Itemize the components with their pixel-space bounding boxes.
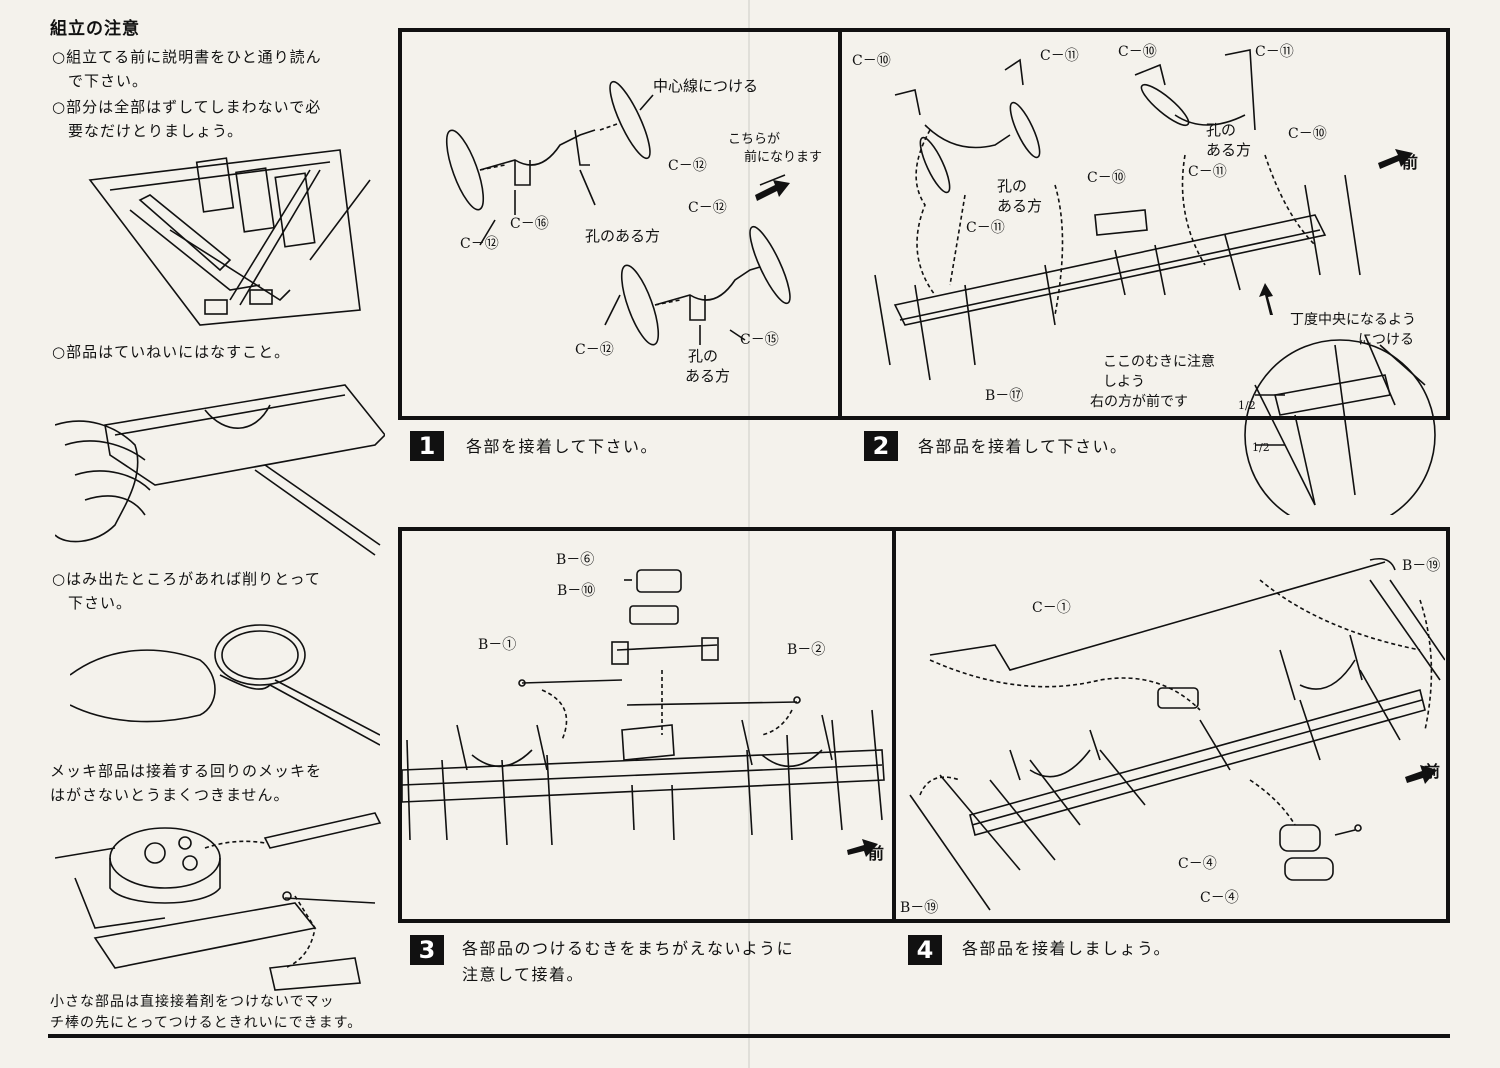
step2-c11-c: C－⑪ xyxy=(966,220,1005,236)
plating-line1: メッキ部品は接着する回りのメッキを xyxy=(50,762,323,780)
step2-c10-d: C－⑩ xyxy=(1288,126,1327,142)
step4-b19-top: B－⑲ xyxy=(1402,558,1441,574)
step2-hole-side-b1: 孔の xyxy=(1206,121,1237,139)
step1-c12-right-mid: C－⑫ xyxy=(688,200,727,216)
step3-b6: B－⑥ xyxy=(556,552,595,568)
step-3-text-line2: 注意して接着。 xyxy=(462,965,585,984)
step1-hole-side-2a: 孔の xyxy=(688,347,719,365)
step2-center-note-2: につける xyxy=(1358,332,1414,348)
step1-c12-bottom: C－⑫ xyxy=(575,342,614,358)
step2-hole-side-a1: 孔の xyxy=(997,177,1028,195)
step2-c10-c: C－⑩ xyxy=(1087,170,1126,186)
step4-c1: C－① xyxy=(1032,600,1071,616)
step-2-text: 各部品を接着して下さい。 xyxy=(918,437,1128,456)
step1-c12-right-top: C－⑫ xyxy=(668,158,707,174)
page-fold xyxy=(748,0,750,1068)
step4-c4-upper: C－④ xyxy=(1178,856,1217,872)
step4-front-label: 前 xyxy=(1424,762,1441,781)
step-4-text: 各部品を接着しましょう。 xyxy=(962,939,1172,958)
step1-hole-side-1: 孔のある方 xyxy=(585,227,661,245)
step2-front-label: 前 xyxy=(1402,153,1419,172)
caution-2-line2: 要なだけとりましょう。 xyxy=(68,122,244,140)
caution-3-line1: ○部品はていねいにはなすこと。 xyxy=(52,343,291,361)
bottom-rule xyxy=(48,1034,1450,1038)
step3-b1: B－① xyxy=(478,637,517,653)
steps-1-2-frame xyxy=(398,28,1450,420)
step2-c11-a: C－⑪ xyxy=(1040,48,1079,64)
cautions-title: 組立の注意 xyxy=(50,19,140,39)
step2-direction-note-1: ここのむきに注意 xyxy=(1103,354,1215,370)
step3-b2: B－② xyxy=(787,642,826,658)
trimming-illustration xyxy=(70,624,380,746)
steps-3-4-divider xyxy=(892,527,896,923)
step-3-number: 3 xyxy=(410,935,444,965)
caution-1-line1: ○組立てる前に説明書をひと通り読ん xyxy=(52,48,322,66)
step1-illustration xyxy=(445,80,791,346)
step3-front-label: 前 xyxy=(868,844,885,863)
gluing-small-parts-illustration xyxy=(55,812,382,991)
plating-line2: はがさないとうまくつきません。 xyxy=(50,786,290,804)
step2-c10-b: C－⑩ xyxy=(1118,44,1157,60)
step1-c12-left: C－⑫ xyxy=(460,236,499,252)
small-parts-line2: チ棒の先にとってつけるときれいにできます。 xyxy=(50,1015,363,1031)
step-1-text: 各部を接着して下さい。 xyxy=(466,437,659,456)
step2-half-1: 1/2 xyxy=(1238,399,1256,412)
step1-front-label-1: こちらが xyxy=(728,132,781,147)
step1-c16: C－⑯ xyxy=(510,216,549,232)
step2-direction-note-2: しよう xyxy=(1103,374,1145,390)
caution-2-line1: ○部分は全部はずしてしまわないで必 xyxy=(52,98,322,116)
step2-b17: B－⑰ xyxy=(985,388,1024,404)
steps-1-2-divider xyxy=(838,28,842,420)
caution-4-line2: 下さい。 xyxy=(68,594,133,612)
step2-direction-note-3: 右の方が前です xyxy=(1090,394,1188,410)
steps-3-4-frame xyxy=(398,527,1450,923)
step4-illustration xyxy=(909,557,1445,911)
step1-front-label-2: 前になります xyxy=(744,150,823,165)
step2-hole-side-a2: ある方 xyxy=(997,197,1043,215)
step2-c11-d: C－⑪ xyxy=(1188,164,1227,180)
step2-c11-b: C－⑪ xyxy=(1255,44,1294,60)
step-2-number: 2 xyxy=(864,431,898,461)
step3-b10: B－⑩ xyxy=(557,583,596,599)
step1-center-line-label: 中心線につける xyxy=(653,77,759,95)
caution-1-line2: で下さい。 xyxy=(68,72,149,90)
step3-illustration xyxy=(402,569,885,857)
caution-4-line1: ○はみ出たところがあれば削りとって xyxy=(52,570,321,588)
step2-half-2: 1/2 xyxy=(1252,441,1270,454)
step1-hole-side-2b: ある方 xyxy=(685,367,731,385)
hand-detaching-part-illustration xyxy=(55,384,385,556)
step2-illustration xyxy=(874,49,1436,515)
step-1-number: 1 xyxy=(410,431,444,461)
sprue-illustration xyxy=(88,149,371,326)
step-3-text-line1: 各部品のつけるむきをまちがえないように xyxy=(462,939,795,958)
step1-c15: C－⑮ xyxy=(740,332,779,348)
step2-hole-side-b2: ある方 xyxy=(1206,141,1252,159)
step4-b19-bottom: B－⑲ xyxy=(900,900,939,916)
step-4-number: 4 xyxy=(908,935,942,965)
step2-center-note-1: 丁度中央になるよう xyxy=(1290,312,1416,328)
step4-c4-lower: C－④ xyxy=(1200,890,1239,906)
step2-c10-a: C－⑩ xyxy=(852,53,891,69)
small-parts-line1: 小さな部品は直接接着剤をつけないでマッ xyxy=(50,994,335,1010)
